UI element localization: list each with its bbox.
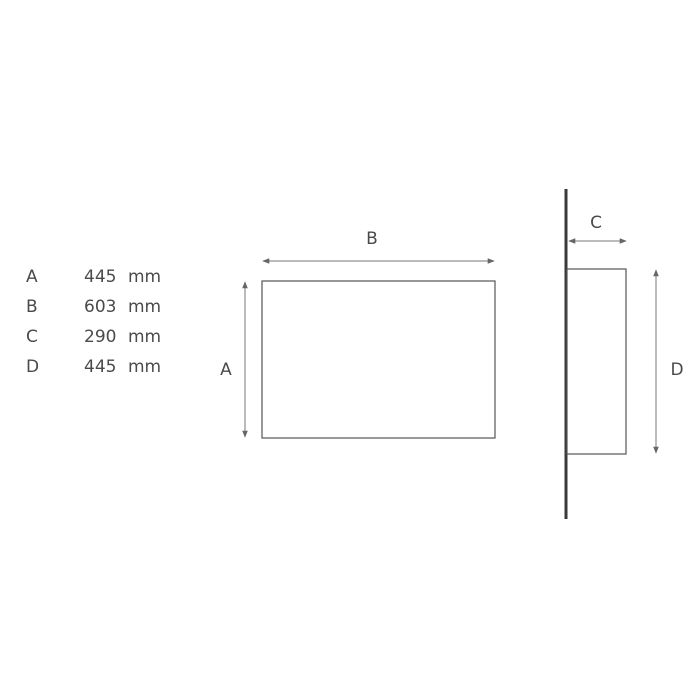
label-c: C [590, 213, 602, 233]
front-view-outline [261, 280, 496, 439]
dimension-letter: B [26, 297, 38, 317]
dimension-letter: D [26, 357, 40, 377]
dimension-unit: mm [128, 267, 162, 287]
side-view-outline [566, 268, 627, 455]
label-a: A [220, 360, 232, 380]
dimension-value: 445 [84, 267, 117, 287]
dimension-table: A 445 mm B 603 mm C 290 mm D 445 mm [26, 262, 161, 382]
dimension-unit: mm [128, 297, 162, 317]
dimension-row-b: B 603 mm [26, 292, 161, 322]
label-d: D [670, 360, 683, 380]
dimension-value: 445 [84, 357, 117, 377]
dimension-row-c: C 290 mm [26, 322, 161, 352]
dimension-row-d: D 445 mm [26, 352, 161, 382]
dimension-letter: C [26, 327, 38, 347]
dimension-value: 290 [84, 327, 117, 347]
label-b: B [366, 229, 378, 249]
dimension-unit: mm [128, 357, 162, 377]
dimension-row-a: A 445 mm [26, 262, 161, 292]
dimension-value: 603 [84, 297, 117, 317]
dimension-unit: mm [128, 327, 162, 347]
dimension-letter: A [26, 267, 38, 287]
